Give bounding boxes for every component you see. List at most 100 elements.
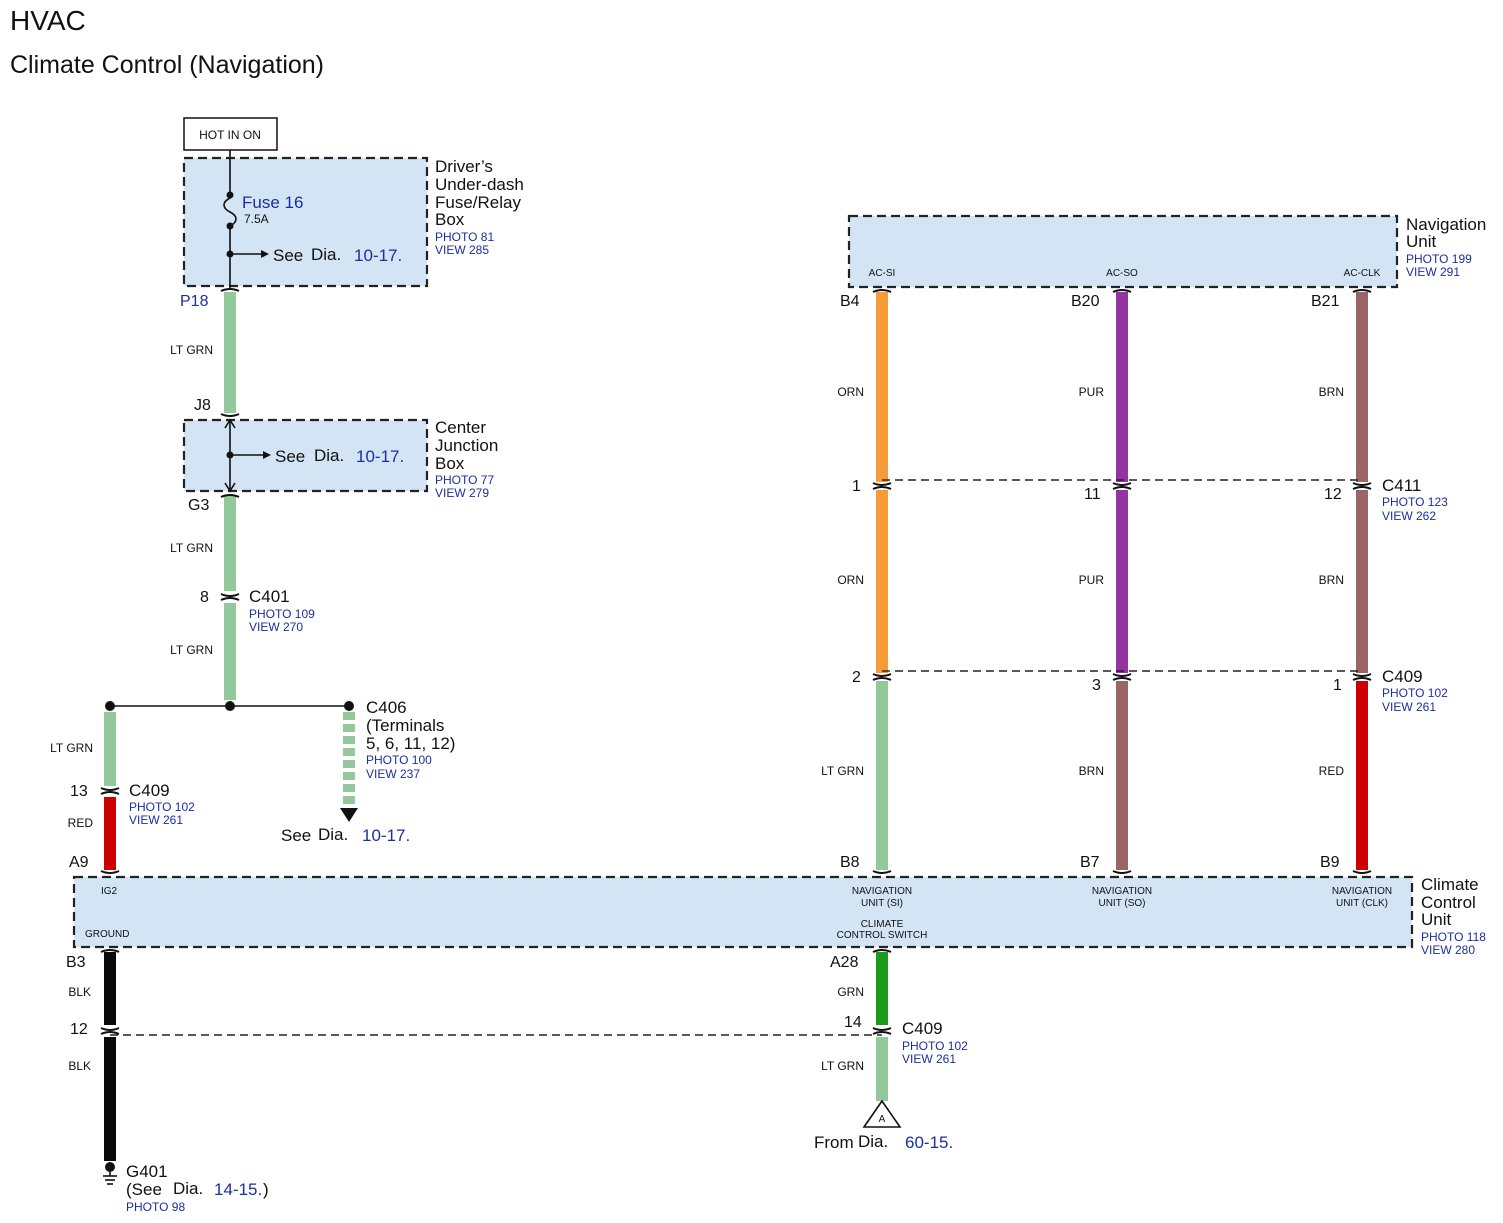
c409-bottom-pin-12: 12 [70,1021,88,1038]
pin-p18: P18 [180,293,209,310]
wire-label-ltgrn-5: LT GRN [821,764,864,778]
fuse-box-view[interactable]: VIEW 285 [435,243,489,257]
c406-terminals-1: (Terminals [366,716,444,735]
navigation-unit-box [847,214,1399,289]
fuse-box-photo[interactable]: PHOTO 81 [435,230,494,244]
connector-c411-clk-upper [1352,482,1372,486]
from-ref-dia-ref[interactable]: 60-15. [905,1133,953,1152]
wire-label-ltgrn-4: LT GRN [50,741,93,755]
ccu-nav-so-1: NAVIGATION [1092,886,1152,897]
c401-pin: 8 [200,589,209,606]
c406-terminals-2: 5, 6, 11, 12) [366,734,455,753]
ground-dia: Dia. [173,1179,203,1198]
wire-label-brn-3: BRN [1319,573,1344,587]
fuse-relay-box [182,156,429,288]
c406-photo[interactable]: PHOTO 100 [366,753,432,767]
ground-name: G401 [126,1162,168,1181]
fuse-dia: Dia. [311,245,341,264]
center-junction-box [182,418,429,493]
c411-photo[interactable]: PHOTO 123 [1382,495,1448,509]
pin-b3: B3 [66,954,86,971]
c409-left-photo[interactable]: PHOTO 102 [129,800,195,814]
pin-cap-b3 [100,949,120,953]
c409-right-pin-1: 1 [1333,677,1342,694]
wire-label-red-2: RED [1319,764,1345,778]
ccu-switch-1: CLIMATE [861,919,904,930]
wire-label-brn-2: BRN [1319,385,1344,399]
fuse-box-name-4: Box [435,210,465,229]
nav-unit-photo[interactable]: PHOTO 199 [1406,252,1472,266]
junction-see: See [275,447,305,466]
connector-c411-si-upper [872,482,892,486]
fuse-label: Fuse 16 [242,193,303,212]
nav-terminal-ac-so: AC-SO [1106,268,1138,279]
c401-name: C401 [249,587,290,606]
ccu-photo[interactable]: PHOTO 118 [1421,930,1486,944]
c409-bottom-view[interactable]: VIEW 261 [902,1052,956,1066]
connector-c409-si-lower [872,677,892,681]
nav-unit-name-1: Navigation [1406,215,1486,234]
ccu-view[interactable]: VIEW 280 [1421,943,1475,957]
c406-view[interactable]: VIEW 237 [366,767,420,781]
c409-right-view[interactable]: VIEW 261 [1382,700,1436,714]
pin-j8: J8 [194,397,211,414]
wire-label-blk-1: BLK [68,985,91,999]
nav-unit-name-2: Unit [1406,232,1437,251]
nav-unit-view[interactable]: VIEW 291 [1406,265,1460,279]
c411-pin-11: 11 [1084,486,1101,503]
wire-label-blk-2: BLK [68,1059,91,1073]
ground-dia-ref[interactable]: 14-15. [214,1180,262,1199]
c401-view[interactable]: VIEW 270 [249,620,303,634]
c409-right-pin-2: 2 [852,669,861,686]
fuse-node-top [226,191,234,199]
fuse-box-name-3: Fuse/Relay [435,193,521,212]
wire-label-ltgrn-1: LT GRN [170,343,213,357]
pin-cap-a28 [872,949,892,953]
ground-close: ) [263,1180,269,1199]
junction-box-view[interactable]: VIEW 279 [435,486,489,500]
c406-dia-ref[interactable]: 10-17. [362,826,410,845]
junction-dia: Dia. [314,446,344,465]
ccu-name-1: Climate [1421,875,1479,894]
page-subtitle: Climate Control (Navigation) [10,51,324,79]
pin-g3: G3 [188,497,209,514]
pin-cap-p18 [220,288,240,292]
wire-label-pur-1: PUR [1079,385,1105,399]
pin-cap-b4 [872,289,892,293]
pin-b21: B21 [1311,293,1340,310]
ground-photo[interactable]: PHOTO 98 [126,1200,185,1214]
fuse-node-bottom [226,222,234,230]
from-ref-from: From [814,1133,854,1152]
ccu-nav-si-2: UNIT (SI) [861,898,903,909]
ccu-nav-clk-1: NAVIGATION [1332,886,1392,897]
wire-layer [104,292,1368,1161]
wire-label-red-1: RED [68,816,94,830]
hot-in-on-box [183,117,278,151]
c411-name: C411 [1382,476,1421,495]
connector-c409-left-lower [100,791,120,795]
pin-b7: B7 [1080,854,1100,871]
ccu-name-2: Control [1421,893,1476,912]
fuse-see: See [273,246,303,265]
connector-c409-left-upper [100,787,120,791]
junction-arrow-down [224,482,236,493]
c411-view[interactable]: VIEW 262 [1382,509,1436,523]
c411-pin-12: 12 [1324,486,1342,503]
connector-c409-so-upper [1112,673,1132,677]
fuse-rating: 7.5A [244,212,269,226]
ccu-nav-si-1: NAVIGATION [852,886,912,897]
fuse-box-name-2: Under-dash [435,175,524,194]
splice-node-left [105,701,115,711]
c409-right-photo[interactable]: PHOTO 102 [1382,686,1448,700]
pin-b9: B9 [1320,854,1340,871]
pin-cap-g3 [220,494,240,498]
ground-node [105,1162,115,1172]
junction-box-photo[interactable]: PHOTO 77 [435,473,494,487]
c401-photo[interactable]: PHOTO 109 [249,607,315,621]
c406-dia: Dia. [318,825,348,844]
junction-dia-ref[interactable]: 10-17. [356,447,404,466]
c409-left-view[interactable]: VIEW 261 [129,813,183,827]
splice-node-center [225,701,235,711]
c409-bottom-photo[interactable]: PHOTO 102 [902,1039,968,1053]
fuse-dia-ref[interactable]: 10-17. [354,246,402,265]
